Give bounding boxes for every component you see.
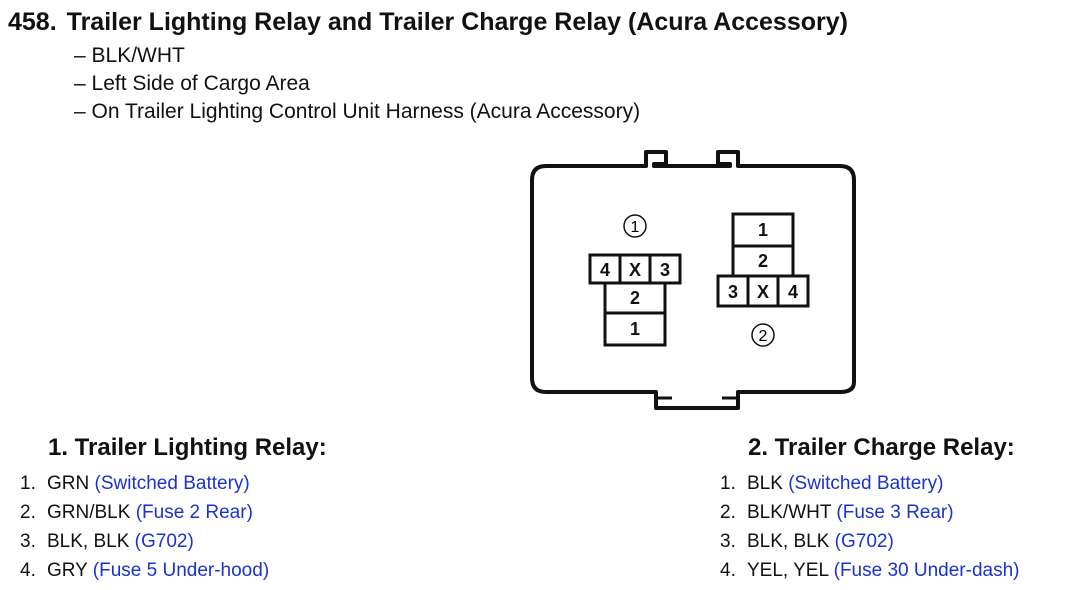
relay1-terminal-x: X: [629, 260, 641, 280]
wire-color: BLK/WHT: [747, 502, 832, 523]
circuit-note: (Fuse 3 Rear): [836, 502, 954, 523]
relay2-pin-row: 2.BLK/WHT (Fuse 3 Rear): [720, 502, 954, 523]
relay2-cell-x: [746, 274, 780, 308]
relay2-heading: 2. Trailer Charge Relay:: [748, 434, 1015, 461]
relay1-pin-row: 1.GRN (Switched Battery): [20, 473, 250, 494]
relay1-cell-1: [603, 311, 667, 347]
page-title: 458. Trailer Lighting Relay and Trailer C…: [8, 8, 848, 37]
relay1-terminal-1: 1: [630, 319, 640, 339]
title-text: Trailer Lighting Relay and Trailer Charg…: [66, 8, 848, 36]
wire-color: GRY: [47, 560, 88, 581]
relay1-heading: 1. Trailer Lighting Relay:: [48, 434, 327, 461]
relay2-marker-text: 2: [759, 328, 768, 345]
relay1-socket: [588, 253, 682, 347]
circuit-note: (Switched Battery): [788, 473, 944, 494]
relay1-pin-row: 4.GRY (Fuse 5 Under-hood): [20, 560, 270, 581]
detail-harness: – On Trailer Lighting Control Unit Harne…: [74, 100, 641, 123]
detail-location: – Left Side of Cargo Area: [74, 72, 310, 95]
relay2-socket: [716, 212, 810, 308]
relay2-cell-2: [731, 244, 795, 278]
title-number: 458.: [8, 8, 57, 36]
wire-color: BLK: [747, 473, 783, 494]
relay2-terminal-4: 4: [788, 282, 798, 302]
relay1-marker-text: 1: [631, 219, 640, 236]
circuit-note: (G702): [834, 531, 894, 552]
wire-color: BLK, BLK: [747, 531, 830, 552]
circuit-note: (G702): [134, 531, 194, 552]
relay2-marker-circle: [751, 323, 775, 347]
relay2-cell-4: [776, 274, 810, 308]
wire-color: GRN: [47, 473, 90, 494]
relay2-cell-3: [716, 274, 750, 308]
circuit-note: (Fuse 5 Under-hood): [92, 560, 270, 581]
circuit-note: (Fuse 2 Rear): [135, 502, 253, 523]
relay1-pin-row: 2.GRN/BLK (Fuse 2 Rear): [20, 502, 253, 523]
circuit-note: (Switched Battery): [94, 473, 250, 494]
wire-color: BLK, BLK: [47, 531, 130, 552]
relay2-pin-row: 4.YEL, YEL (Fuse 30 Under-dash): [720, 560, 1020, 581]
connector-housing: [530, 150, 856, 410]
connector-diagram: 1 4 X 3 2 1 1 2 3 X 4 2: [530, 150, 856, 410]
relay2-pin-row: 3.BLK, BLK (G702): [720, 531, 894, 552]
relay2-pin-row: 1.BLK (Switched Battery): [720, 473, 944, 494]
relay1-terminal-4: 4: [600, 260, 610, 280]
detail-color: – BLK/WHT: [74, 44, 185, 67]
relay2-terminal-2: 2: [758, 251, 768, 271]
relay1-marker-circle: [623, 214, 647, 238]
relay1-pin-row: 3.BLK, BLK (G702): [20, 531, 194, 552]
relay2-terminal-1: 1: [758, 220, 768, 240]
relay1-terminal-3: 3: [660, 260, 670, 280]
wire-color: GRN/BLK: [47, 502, 131, 523]
circuit-note: (Fuse 30 Under-dash): [833, 560, 1020, 581]
relay2-terminal-x: X: [757, 282, 769, 302]
relay1-terminal-2: 2: [630, 288, 640, 308]
relay2-terminal-3: 3: [728, 282, 738, 302]
wire-color: YEL, YEL: [747, 560, 829, 581]
relay1-cell-3: [648, 253, 682, 285]
